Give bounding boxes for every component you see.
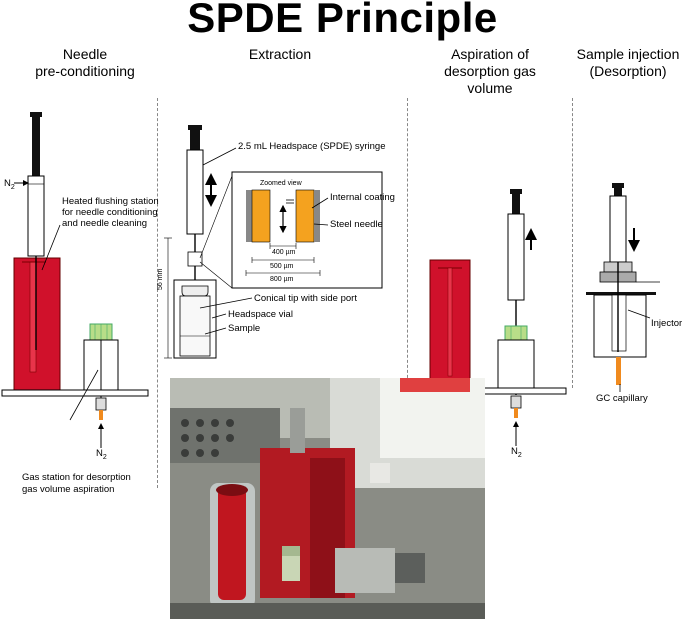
sample-label: Sample: [228, 323, 261, 334]
heading-aspiration: Aspiration of desorption gas volume: [415, 46, 565, 97]
gas-station-label: Gas station for desorption gas volume as…: [22, 472, 131, 496]
heading-line: desorption gas: [444, 63, 536, 79]
zoomed-view-label: Zoomed view: [260, 180, 302, 187]
gas-station-vial: [497, 339, 535, 389]
n2-text: N: [511, 446, 518, 457]
headspace-vial-label: Headspace vial: [228, 309, 293, 320]
dim-400-label: 400 µm: [272, 249, 296, 256]
instrument-photo: [170, 378, 485, 619]
dim-56-label: 56 mm: [157, 268, 164, 290]
syringe-barrel: [27, 175, 45, 257]
flushing-station-label: Heated flushing station for needle condi…: [62, 196, 159, 229]
heading-line: pre-conditioning: [35, 63, 135, 79]
label-line: gas volume aspiration: [22, 484, 115, 495]
syringe-label: 2.5 mL Headspace (SPDE) syringe: [238, 141, 386, 152]
steel-needle-label: Steel needle: [330, 219, 383, 230]
heading-needle-preconditioning: Needle pre-conditioning: [10, 46, 160, 80]
n2-subscript: 2: [102, 453, 107, 461]
label-line: and needle cleaning: [62, 218, 148, 229]
aspiration-setup: [417, 189, 567, 446]
column-divider: [407, 98, 408, 388]
heading-line: (Desorption): [589, 63, 667, 79]
internal-coating-label: Internal coating: [330, 192, 395, 203]
extraction-setup: [164, 125, 383, 359]
n2-subscript: 2: [517, 451, 522, 459]
preconditioning-station: [1, 112, 149, 448]
flushing-station-block: [13, 257, 61, 391]
label-line: for needle conditioning: [62, 207, 158, 218]
injection-setup: [586, 183, 660, 392]
n2-text: N: [4, 178, 11, 189]
gc-capillary-tube: [616, 357, 621, 385]
label-line: Heated flushing station: [62, 196, 159, 207]
heading-line: Sample injection: [576, 46, 680, 62]
n2-text: N: [96, 448, 103, 459]
heading-sample-injection: Sample injection (Desorption): [572, 46, 684, 80]
syringe-barrel: [507, 213, 525, 301]
gas-station-cap: [504, 325, 528, 341]
dim-800-label: 800 µm: [270, 276, 294, 283]
n2-subscript: 2: [10, 183, 15, 191]
heading-line: Needle: [62, 46, 108, 62]
syringe-barrel: [609, 195, 627, 263]
column-divider: [572, 98, 573, 388]
gc-capillary-label: GC capillary: [596, 393, 648, 404]
coating-left: [251, 189, 271, 243]
conical-tip-label: Conical tip with side port: [254, 293, 357, 304]
heading-line: Aspiration of: [451, 46, 529, 62]
n2-gas-label: N2: [511, 446, 522, 461]
column-divider: [157, 98, 158, 488]
coating-right: [295, 189, 315, 243]
injector-label: Injector: [651, 318, 683, 329]
base-plate: [1, 389, 149, 397]
n2-inlet-label: N2: [4, 178, 15, 193]
n2-gas-label: N2: [96, 448, 107, 463]
page-title: SPDE Principle: [187, 0, 498, 41]
label-line: Gas station for desorption: [22, 472, 131, 483]
syringe-barrel: [186, 149, 204, 235]
heading-extraction: Extraction: [248, 46, 312, 62]
syringe-plunger: [32, 116, 40, 178]
heading-line: volume: [467, 80, 513, 96]
dim-500-label: 500 µm: [270, 263, 294, 270]
injector-plate: [586, 292, 656, 295]
